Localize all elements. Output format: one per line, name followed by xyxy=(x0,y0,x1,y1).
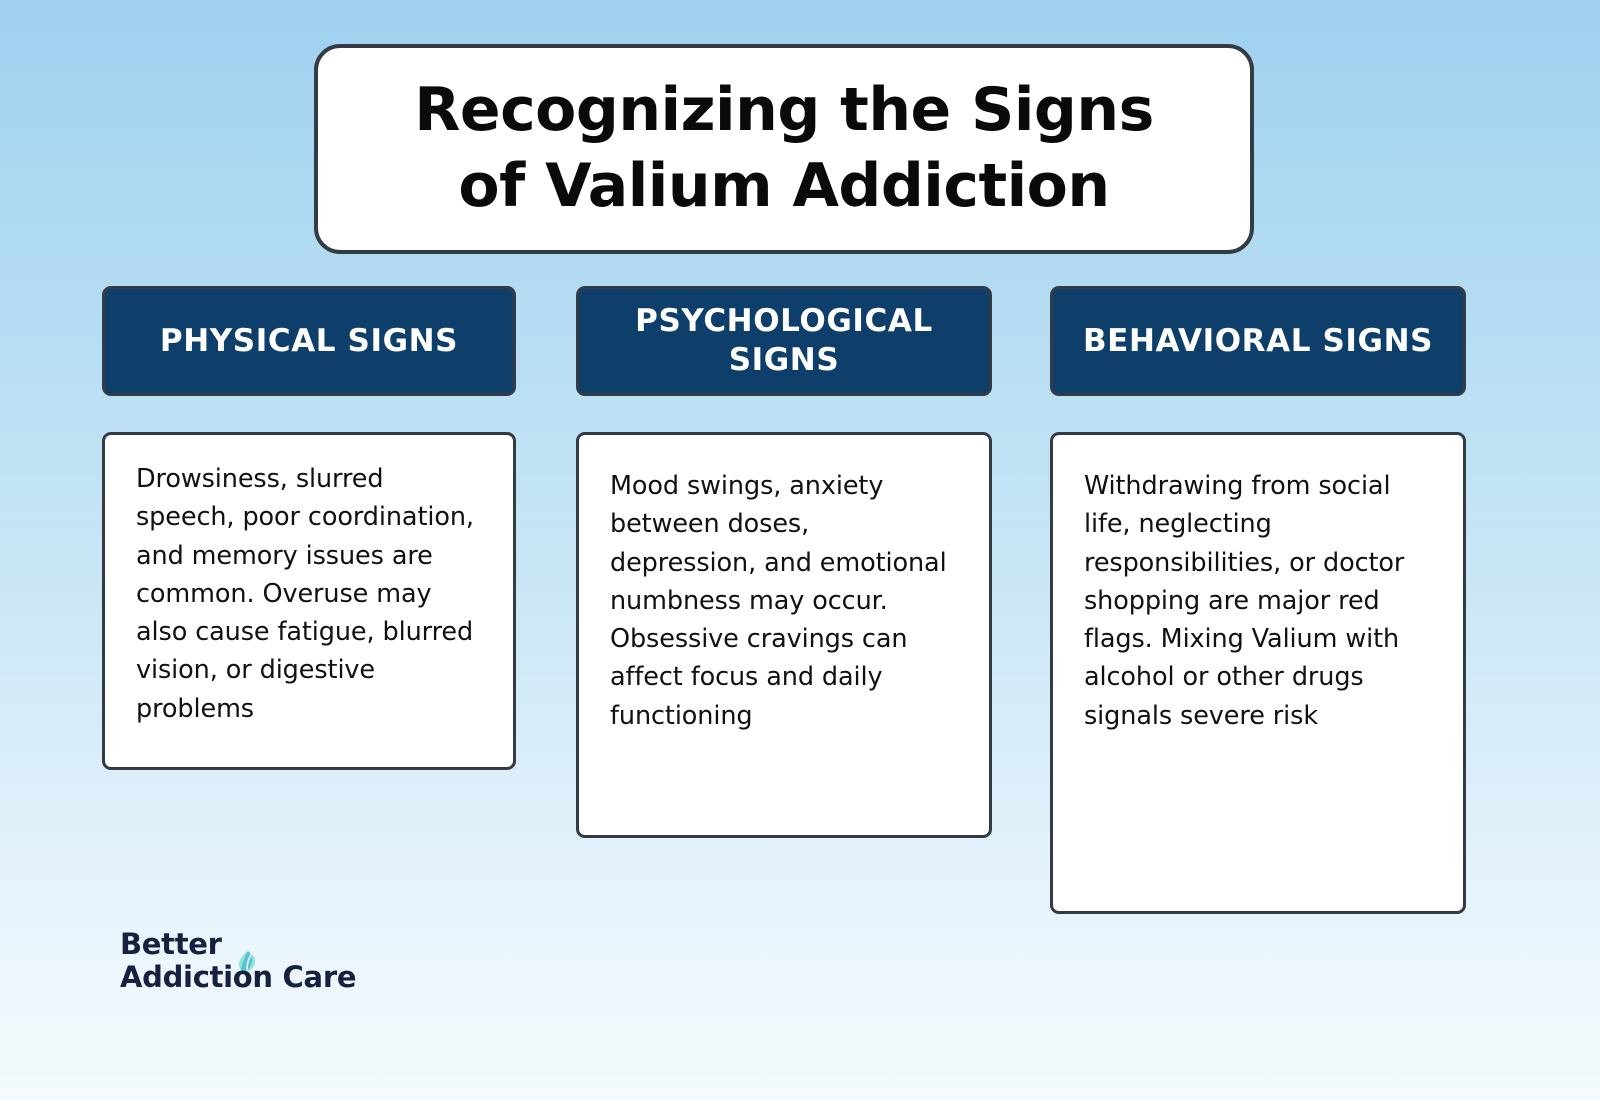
column-behavioral-signs: BEHAVIORAL SIGNS Withdrawing from social… xyxy=(1050,286,1466,914)
logo-text-addiction-care: Addiction Care xyxy=(120,960,357,995)
column-header-behavioral-signs: BEHAVIORAL SIGNS xyxy=(1050,286,1466,396)
brand-logo: Better Addiction Care xyxy=(120,927,420,1000)
logo-text-better: Better xyxy=(120,927,222,961)
column-header-psychological-signs: PSYCHOLOGICAL SIGNS xyxy=(576,286,992,396)
column-body-behavioral-signs: Withdrawing from social life, neglecting… xyxy=(1050,432,1466,914)
column-psychological-signs: PSYCHOLOGICAL SIGNS Mood swings, anxiety… xyxy=(576,286,992,838)
column-header-physical-signs: PHYSICAL SIGNS xyxy=(102,286,516,396)
logo-line-2: Addiction Care xyxy=(120,961,420,994)
logo-line-1: Better xyxy=(120,927,420,972)
column-physical-signs: PHYSICAL SIGNS Drowsiness, slurred speec… xyxy=(102,286,516,770)
page-title: Recognizing the Signs of Valium Addictio… xyxy=(414,75,1154,221)
column-body-psychological-signs: Mood swings, anxiety between doses, depr… xyxy=(576,432,992,838)
title-card: Recognizing the Signs of Valium Addictio… xyxy=(314,44,1254,254)
column-body-physical-signs: Drowsiness, slurred speech, poor coordin… xyxy=(102,432,516,770)
